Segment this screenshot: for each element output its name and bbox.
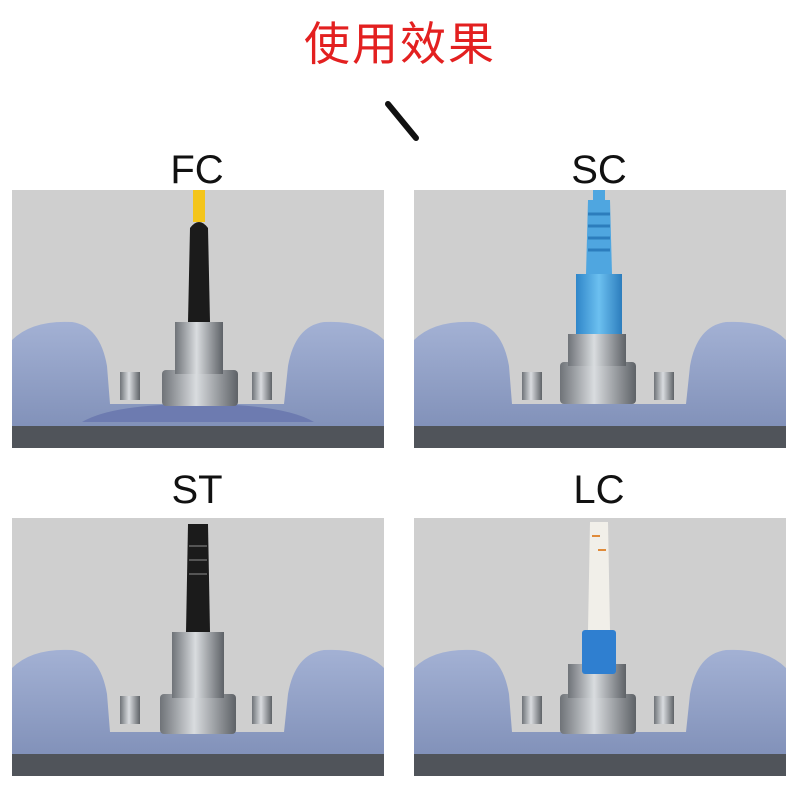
page-title: 使用效果 — [304, 17, 496, 71]
lc-connector-photo — [414, 518, 786, 776]
label-st: ST — [171, 468, 223, 512]
label-sc: SC — [571, 148, 627, 192]
slash-decoration — [385, 101, 419, 141]
fc-connector-photo — [12, 190, 384, 448]
sc-connector-photo — [414, 190, 786, 448]
panel-st — [12, 518, 384, 776]
panel-fc — [12, 190, 384, 448]
panel-lc — [414, 518, 786, 776]
label-fc: FC — [170, 148, 224, 192]
panel-sc — [414, 190, 786, 448]
label-lc: LC — [573, 468, 625, 512]
st-connector-photo — [12, 518, 384, 776]
